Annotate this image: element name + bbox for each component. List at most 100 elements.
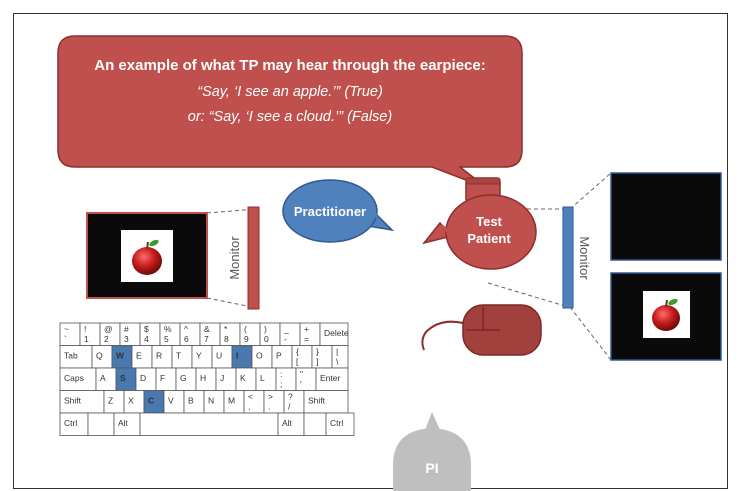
key-O: O — [251, 345, 273, 369]
key-space — [139, 412, 279, 436]
svg-text:V: V — [168, 396, 174, 406]
left-screen — [86, 212, 208, 299]
key-B: B — [183, 390, 205, 414]
svg-text:Delete: Delete — [324, 328, 349, 338]
svg-text:{: { — [296, 347, 299, 357]
svg-text:J: J — [220, 373, 224, 383]
svg-text:%: % — [164, 324, 172, 334]
svg-text:<: < — [248, 392, 253, 402]
svg-text:=: = — [304, 334, 309, 344]
svg-text:Shift: Shift — [64, 396, 82, 406]
svg-text:,: , — [248, 402, 250, 412]
key-0: )0 — [259, 322, 281, 346]
svg-text:1: 1 — [84, 334, 89, 344]
test-patient-label-line-2: Patient — [467, 231, 511, 246]
svg-text:}: } — [316, 347, 319, 357]
svg-text:Ctrl: Ctrl — [64, 418, 77, 428]
svg-text:): ) — [264, 324, 267, 334]
svg-text:]: ] — [316, 357, 318, 367]
svg-text:|: | — [336, 347, 338, 357]
key-Z: Z — [103, 390, 125, 414]
key-Alt: Alt — [277, 412, 305, 436]
svg-text:0: 0 — [264, 334, 269, 344]
right-screen-apple — [610, 272, 722, 361]
speech-bubble-line-2: or: “Say, ‘I see a cloud.’” (False) — [188, 109, 392, 125]
key-7: &7 — [199, 322, 221, 346]
svg-text:`: ` — [64, 334, 67, 344]
svg-text:P: P — [276, 351, 282, 361]
key-Ctrl: Ctrl — [59, 412, 89, 436]
key-E: E — [131, 345, 153, 369]
svg-text:": " — [300, 369, 303, 379]
key-Enter: Enter — [315, 367, 349, 391]
key-P: P — [271, 345, 293, 369]
key-A: A — [95, 367, 117, 391]
key-: += — [299, 322, 321, 346]
key-C: C — [143, 390, 165, 414]
svg-text:U: U — [216, 351, 222, 361]
key-X: X — [123, 390, 145, 414]
key-4: $4 — [139, 322, 161, 346]
key-: |\ — [331, 345, 349, 369]
apple-image-left — [121, 230, 173, 282]
svg-text:O: O — [256, 351, 263, 361]
svg-text:3: 3 — [124, 334, 129, 344]
svg-text:4: 4 — [144, 334, 149, 344]
svg-text:?: ? — [288, 392, 293, 402]
svg-text:K: K — [240, 373, 246, 383]
svg-text:Z: Z — [108, 396, 113, 406]
speech-bubble: An example of what TP may hear through t… — [57, 35, 523, 189]
key-space — [303, 412, 327, 436]
svg-text:Alt: Alt — [118, 418, 129, 428]
right-screen-blank — [610, 172, 722, 261]
key-: :; — [275, 367, 297, 391]
key-G: G — [175, 367, 197, 391]
svg-text:8: 8 — [224, 334, 229, 344]
key-I: I — [231, 345, 253, 369]
key-: ~` — [59, 322, 81, 346]
svg-text:$: $ — [144, 324, 149, 334]
key-M: M — [223, 390, 245, 414]
svg-text:-: - — [284, 334, 287, 344]
key-Shift: Shift — [59, 390, 105, 414]
sight-line-patient-bottom — [487, 282, 566, 307]
pi-bubble: PI — [393, 412, 471, 491]
key-Y: Y — [191, 345, 213, 369]
svg-text:N: N — [208, 396, 214, 406]
sight-line-right-top — [569, 172, 612, 210]
svg-text:Caps: Caps — [64, 373, 84, 383]
speech-bubble-heading: An example of what TP may hear through t… — [94, 57, 486, 74]
svg-text:H: H — [200, 373, 206, 383]
key-R: R — [151, 345, 173, 369]
svg-text:F: F — [160, 373, 165, 383]
svg-text:': ' — [300, 379, 302, 389]
key-6: ^6 — [179, 322, 201, 346]
key-H: H — [195, 367, 217, 391]
svg-text:L: L — [260, 373, 265, 383]
key-Q: Q — [91, 345, 113, 369]
key-J: J — [215, 367, 237, 391]
mouse-icon — [421, 304, 542, 356]
svg-text:2: 2 — [104, 334, 109, 344]
svg-text:M: M — [228, 396, 235, 406]
svg-text:B: B — [188, 396, 194, 406]
key-: ?/ — [283, 390, 305, 414]
svg-text:Alt: Alt — [282, 418, 293, 428]
svg-text:G: G — [180, 373, 187, 383]
svg-text:[: [ — [296, 357, 299, 367]
svg-text:5: 5 — [164, 334, 169, 344]
svg-text:@: @ — [104, 324, 113, 334]
key-: "' — [295, 367, 317, 391]
svg-text:(: ( — [244, 324, 247, 334]
key-9: (9 — [239, 322, 261, 346]
key-: _- — [279, 322, 301, 346]
svg-text:C: C — [148, 396, 154, 406]
key-space — [87, 412, 115, 436]
key-F: F — [155, 367, 177, 391]
key-U: U — [211, 345, 233, 369]
practitioner-bubble: Practitioner — [282, 179, 395, 243]
key-S: S — [115, 367, 137, 391]
svg-text:+: + — [304, 324, 309, 334]
